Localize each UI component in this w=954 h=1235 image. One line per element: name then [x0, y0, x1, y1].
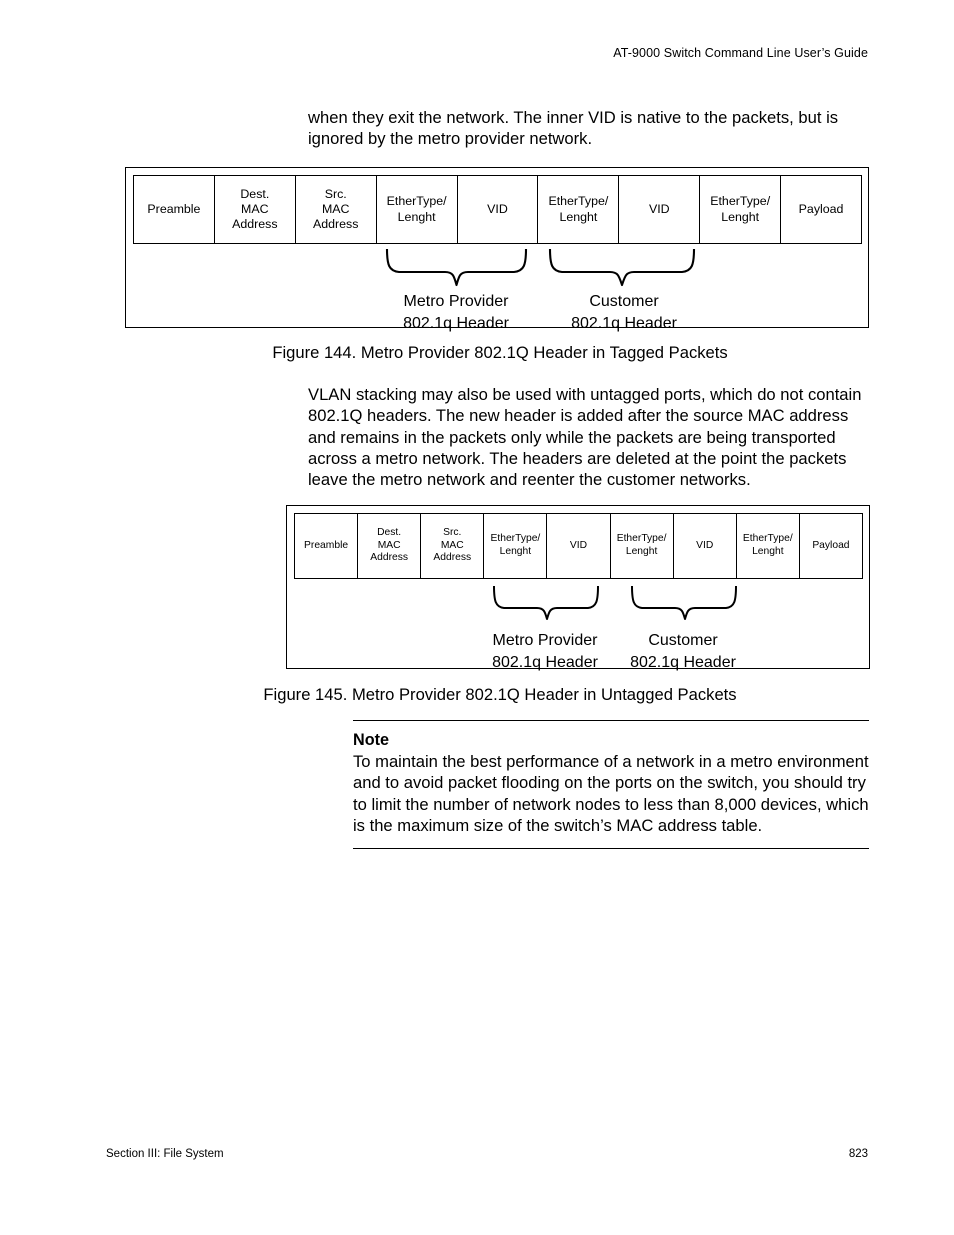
packet-cell-ethertype-length-2: EtherType/Lenght — [611, 514, 674, 578]
brace-label-customer-tagged: Customer 802.1q Header — [538, 291, 710, 334]
packet-cell-payload: Payload — [798, 201, 844, 216]
curly-brace-icon-metro-provider-untagged — [492, 586, 600, 622]
packet-cell-preamble: Preamble — [295, 514, 359, 578]
brace-label-metro-provider-untagged: Metro Provider 802.1q Header — [480, 630, 610, 673]
packet-cell-vid-1: VID — [458, 176, 539, 243]
packet-cell-preamble: Preamble — [134, 176, 215, 243]
packet-cell-ethertype-length-2: EtherType/Lenght — [538, 176, 620, 243]
packet-cell-vid-2: VID — [674, 514, 737, 578]
packet-cell-vid-2: VID — [619, 176, 701, 243]
brace-label-line-1: Customer — [648, 632, 718, 649]
brace-label-line-2: 802.1q Header — [403, 314, 509, 332]
body-paragraph-1: when they exit the network. The inner VI… — [308, 108, 839, 149]
brace-label-customer-untagged: Customer 802.1q Header — [618, 630, 748, 673]
brace-label-line-2: 802.1q Header — [492, 653, 598, 671]
footer-section-label: Section III: File System — [106, 1148, 224, 1160]
brace-label-line-1: Metro Provider — [403, 293, 509, 310]
curly-brace-icon-customer-untagged — [630, 586, 738, 622]
brace-label-metro-provider-tagged: Metro Provider 802.1q Header — [370, 291, 542, 334]
packet-cell-ethertype-length-1: EtherType/Lenght — [377, 176, 458, 243]
body-paragraph-2: VLAN stacking may also be used with unta… — [308, 385, 862, 490]
running-header: AT-9000 Switch Command Line User’s Guide — [613, 46, 868, 60]
packet-cell-vid-1: VID — [547, 514, 611, 578]
packet-cell-ethertype-length-3: EtherType/Lenght — [700, 176, 782, 243]
note-callout: Note To maintain the best performance of… — [353, 720, 869, 850]
packet-cell-payload: Payload — [812, 539, 850, 551]
packet-cell-ethertype-length-3: EtherType/Lenght — [737, 514, 800, 578]
brace-label-line-2: 802.1q Header — [571, 314, 677, 332]
brace-label-line-2: 802.1q Header — [630, 653, 736, 671]
footer-page-number: 823 — [848, 1148, 868, 1160]
note-title: Note — [353, 731, 389, 749]
figure-caption-144: Figure 144. Metro Provider 802.1Q Header… — [272, 343, 728, 362]
figure-caption-145: Figure 145. Metro Provider 802.1Q Header… — [263, 685, 737, 704]
packet-cell-ethertype-length-1: EtherType/Lenght — [484, 514, 548, 578]
curly-brace-icon-metro-provider-tagged — [385, 249, 528, 287]
note-body: To maintain the best performance of a ne… — [353, 752, 869, 835]
brace-label-line-1: Customer — [589, 293, 659, 310]
brace-label-line-1: Metro Provider — [492, 632, 598, 649]
curly-brace-icon-customer-tagged — [548, 249, 696, 287]
